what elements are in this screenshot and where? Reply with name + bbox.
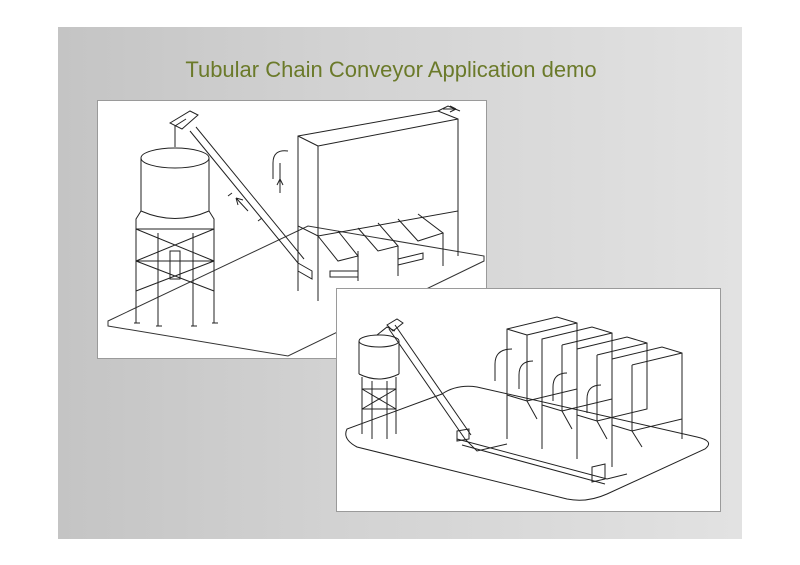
slide: Tubular Chain Conveyor Application demo [58,27,742,539]
conveyor-tube [168,110,313,280]
dust-collector [272,105,461,301]
slide-title: Tubular Chain Conveyor Application demo [185,57,597,82]
figure-multi-collector [336,288,721,512]
collector-array [494,316,683,467]
silo-structure [135,118,215,326]
figure-silo-dust-collector [97,100,487,359]
